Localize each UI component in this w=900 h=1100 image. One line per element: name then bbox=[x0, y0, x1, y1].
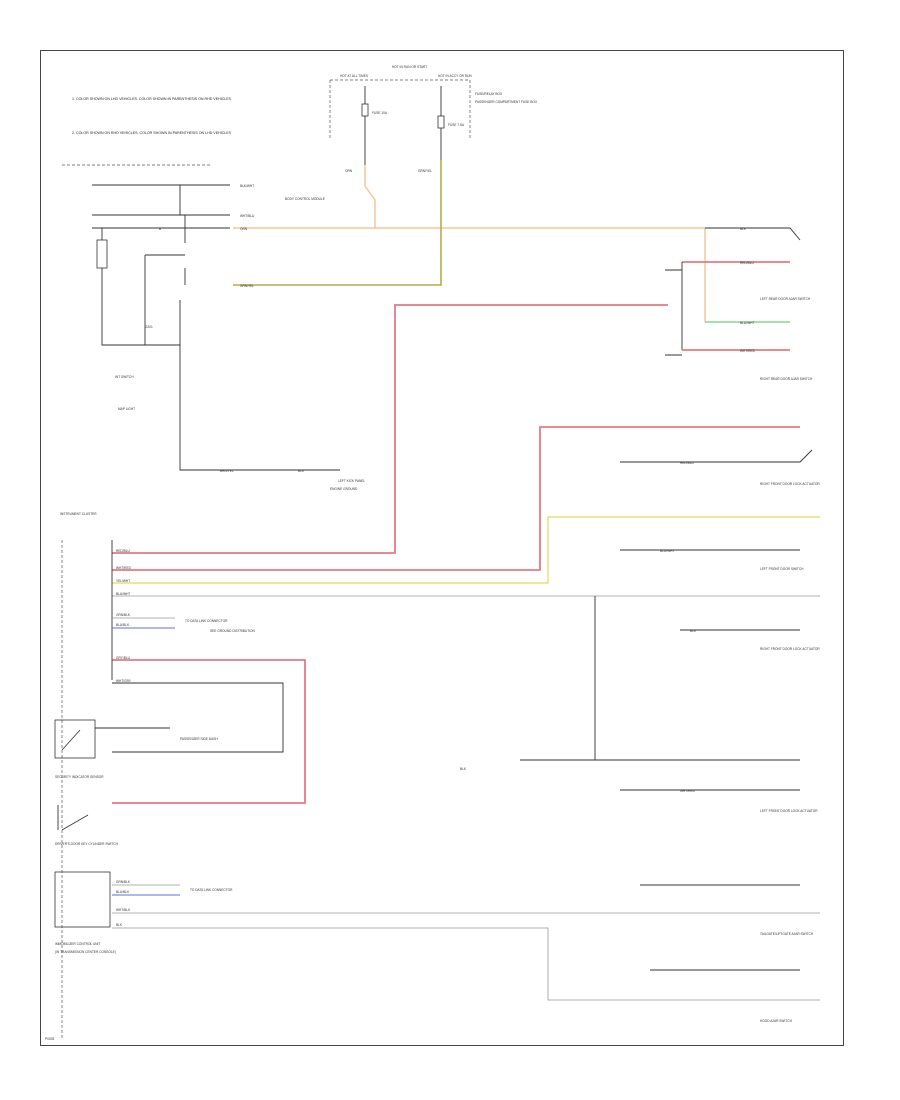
fuse-box-label: PASSENGER COMPARTMENT FUSE BOX bbox=[475, 100, 538, 104]
cluster-pin-1: RED/BLU bbox=[116, 549, 131, 553]
ground-ref-label: ENGINE GROUND bbox=[330, 487, 358, 491]
security-sensor: PASSENGER SIDE DASH SECURITY INDICATOR S… bbox=[54, 719, 218, 779]
door-7-label: TAILGATE/LIFTGATE AJAR SWITCH bbox=[760, 932, 814, 936]
sensor-label: SECURITY INDICATOR SENSOR bbox=[55, 775, 104, 779]
rear-wire-c: BLU/WHT bbox=[740, 321, 754, 325]
bottom-wire-label: BRN/YEL bbox=[220, 469, 234, 473]
immob-dlc: TO DATA LINK CONNECTOR bbox=[190, 888, 233, 892]
door3-wire: RED/BLU bbox=[680, 461, 695, 465]
bottom-ground-label: LEFT KICK PANEL bbox=[338, 479, 365, 483]
cluster-pin-5: GRY/BLU bbox=[116, 656, 131, 660]
bcm-row1: BLK/WHT bbox=[240, 184, 254, 188]
cluster-data-text: TO DATA LINK CONNECTOR bbox=[185, 619, 228, 623]
bcm-row3: ORN bbox=[240, 227, 248, 231]
cluster-note: SEE GROUND DISTRIBUTION bbox=[210, 629, 256, 633]
bcm-block: BLK/WHT WHT/BLU ORN GRN/YEL BODY CONTROL… bbox=[62, 164, 365, 491]
door-1-label: LEFT REAR DOOR AJAR SWITCH bbox=[760, 297, 811, 301]
fuse-left-label: HOT AT ALL TIMES bbox=[340, 74, 368, 78]
bcm-label: BODY CONTROL MODULE bbox=[285, 197, 325, 201]
red-wire-2 bbox=[112, 426, 800, 571]
bcm-resistor-icon bbox=[96, 239, 108, 269]
module-note: (IN TRANSMISSION CENTER CONSOLE) bbox=[55, 950, 116, 954]
fuse-a-icon bbox=[361, 103, 369, 117]
bottom-wire2-label: BLK bbox=[298, 469, 305, 473]
orange-wire-right bbox=[375, 227, 706, 322]
cluster-pin-2: WHT/RED bbox=[116, 566, 132, 570]
red-wire-1 bbox=[112, 304, 668, 554]
footer-code: P0035 bbox=[45, 1037, 54, 1041]
door-5-label: RIGHT FRONT DOOR LOCK ACTUATOR bbox=[760, 647, 820, 651]
bcm-row2: WHT/BLU bbox=[240, 214, 255, 218]
immobilizer-box bbox=[54, 871, 111, 928]
fuse-right-label: HOT IN ACCY OR RUN bbox=[438, 74, 472, 78]
int-light-label: MAP LIGHT bbox=[118, 407, 135, 411]
door-6-label: LEFT FRONT DOOR LOCK ACTUATOR bbox=[760, 809, 818, 813]
cluster-pin-6: WHT/GRY bbox=[116, 679, 132, 683]
cluster-title: INSTRUMENT CLUSTER bbox=[60, 512, 97, 516]
fuse-b-label: FUSE 7.5A bbox=[448, 123, 465, 127]
olive-wire bbox=[233, 160, 442, 286]
fuse-b-icon bbox=[437, 115, 445, 129]
rear-wire-d: WHT/RED bbox=[740, 349, 756, 353]
switch-label: DRIVER'S DOOR KEY CYLINDER SWITCH bbox=[55, 842, 119, 846]
cluster-pin-4: BLU/WHT bbox=[116, 592, 130, 596]
door5-wire: BLK bbox=[690, 629, 697, 633]
mod-pin-1: GRN/BLK bbox=[116, 880, 131, 884]
ground-g201: G201 bbox=[145, 325, 153, 329]
relay-block-label: FUSE/RELAY BOX bbox=[475, 92, 503, 96]
cluster-pin-3: YEL/WHT bbox=[116, 579, 130, 583]
int-switch-label: INT SWITCH bbox=[115, 375, 134, 379]
door-switch-group-1: RED/BLU RIGHT FRONT DOOR LOCK ACTUATOR B… bbox=[620, 449, 820, 651]
orange-wire-left bbox=[233, 165, 376, 229]
rear-door-switches: BLK RED/BLU BLU/WHT WHT/RED LEFT REAR DO… bbox=[665, 227, 813, 381]
sensor-note: PASSENGER SIDE DASH bbox=[180, 737, 218, 741]
door-4-label: LEFT FRONT DOOR SWITCH bbox=[760, 567, 804, 571]
cluster-data-2: BLU/BLK bbox=[116, 623, 130, 627]
group2-ground: BLK bbox=[460, 767, 467, 771]
legend-note-1: 1. COLOR SHOWN ON LHD VEHICLES. COLOR SH… bbox=[72, 97, 232, 101]
mod-pin-3: WHT/BLK bbox=[116, 908, 131, 912]
diagram-frame bbox=[40, 50, 844, 1046]
legend-note-2: 2. COLOR SHOWN ON RHD VEHICLES. COLOR SH… bbox=[72, 131, 232, 135]
mod-pin-4: BLK bbox=[116, 923, 123, 927]
instrument-cluster: INSTRUMENT CLUSTER RED/BLU WHT/RED YEL/W… bbox=[60, 512, 284, 1040]
door-2-label: RIGHT REAR DOOR AJAR SWITCH bbox=[760, 377, 813, 381]
fuse-box-top: HOT AT ALL TIMES HOT IN RUN OR START HOT… bbox=[329, 65, 538, 165]
door-3-label: RIGHT FRONT DOOR LOCK ACTUATOR bbox=[760, 482, 820, 486]
door6-wire: WHT/RED bbox=[680, 789, 696, 793]
mod-pin-2: BLU/BLK bbox=[116, 890, 130, 894]
orange-tag: ORN bbox=[345, 169, 353, 173]
door-key-switch: DRIVER'S DOOR KEY CYLINDER SWITCH bbox=[55, 805, 119, 846]
fuse-a-label: FUSE 10A bbox=[372, 111, 388, 115]
sensor-box bbox=[54, 719, 96, 759]
door4-wire: BLU/WHT bbox=[660, 549, 674, 553]
immobilizer-unit: GRN/BLK BLU/BLK WHT/BLK BLK TO DATA LINK… bbox=[54, 871, 233, 954]
module-label: IMMOBILIZER CONTROL UNIT bbox=[55, 942, 100, 946]
red-wire-3 bbox=[112, 659, 306, 804]
door-switch-group-2: BLK WHT/RED LEFT FRONT DOOR LOCK ACTUATO… bbox=[112, 596, 820, 1023]
cluster-data-1: GRN/BLK bbox=[116, 613, 131, 617]
rear-wire-a: BLK bbox=[740, 227, 747, 231]
bcm-row4: GRN/YEL bbox=[240, 284, 254, 288]
door-8-label: HOOD AJAR SWITCH bbox=[760, 1019, 793, 1023]
olive-tag: GRN/YEL bbox=[418, 169, 432, 173]
legend-notes: 1. COLOR SHOWN ON LHD VEHICLES. COLOR SH… bbox=[72, 97, 232, 135]
yellow-wire bbox=[112, 516, 820, 584]
rear-wire-b: RED/BLU bbox=[740, 261, 755, 265]
fuse-mid-label: HOT IN RUN OR START bbox=[392, 65, 427, 69]
